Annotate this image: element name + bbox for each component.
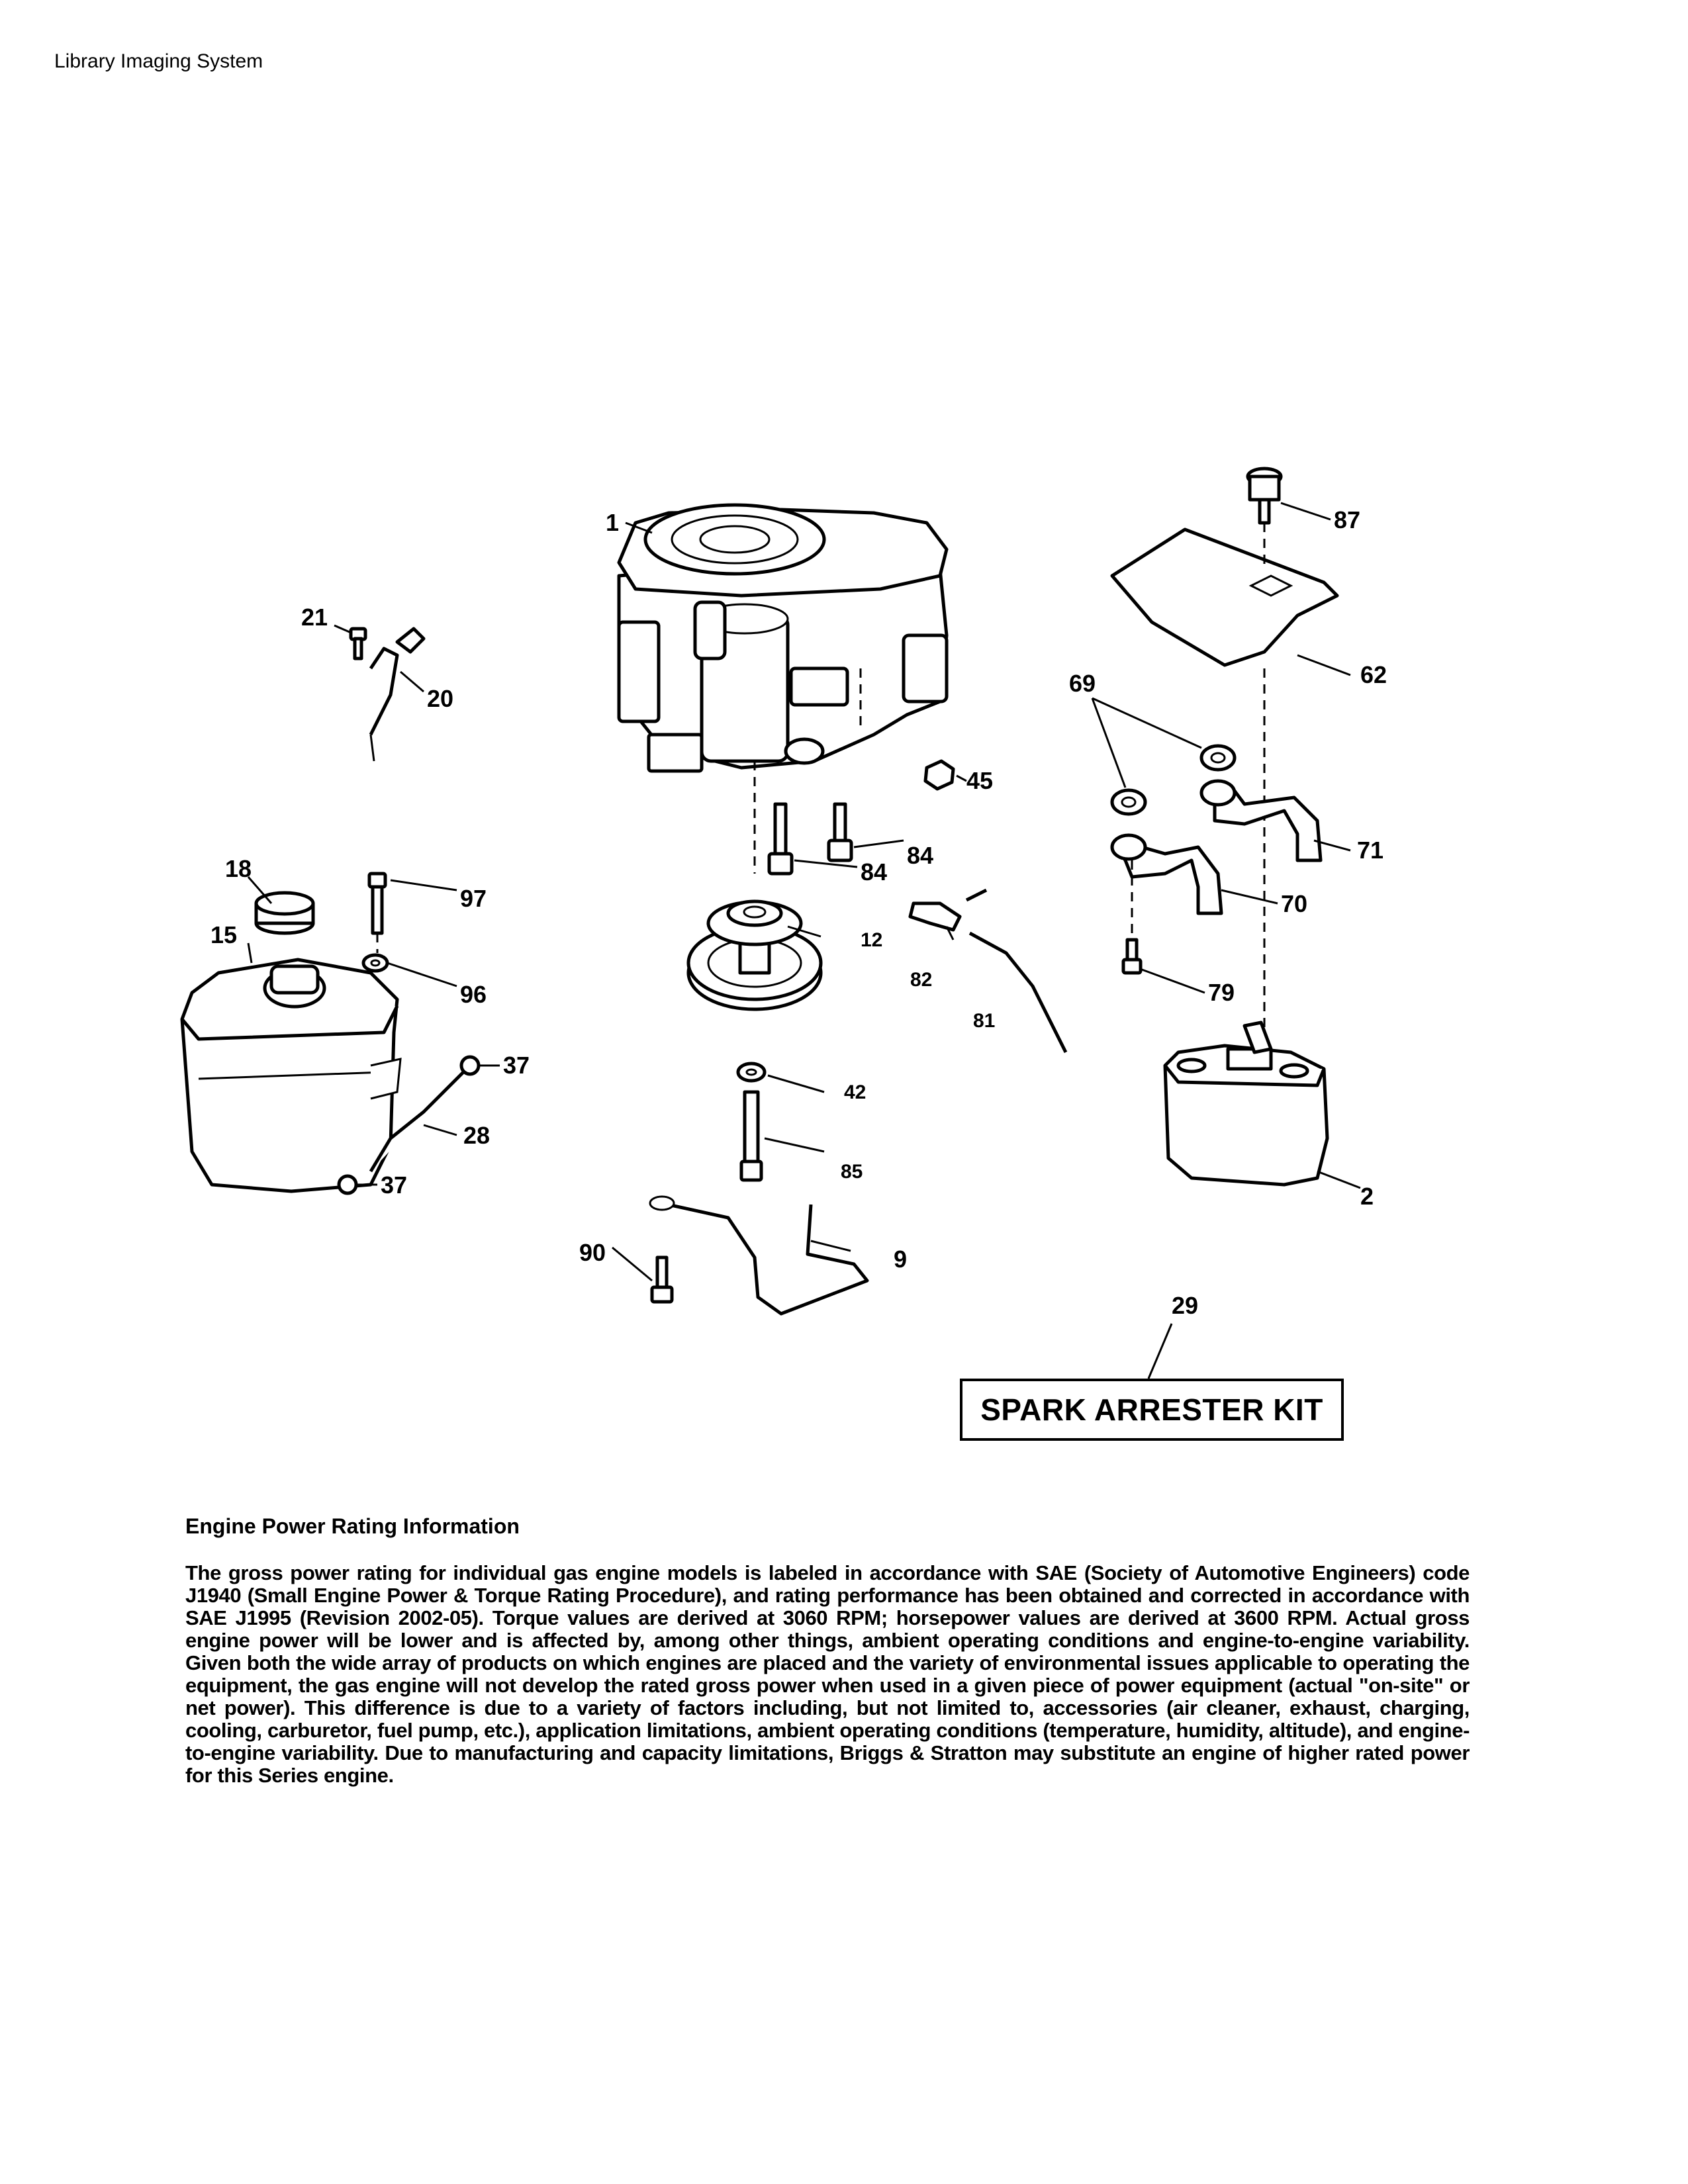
screw-21 [349,627,367,660]
callout-15: 15 [211,921,237,948]
bolt-90 [650,1255,674,1304]
callout-71: 71 [1357,837,1383,864]
callout-87: 87 [1334,506,1360,533]
screw-97 [367,872,387,953]
bolt-85 [739,1090,763,1182]
spark-arrester-kit-label: SPARK ARRESTER KIT [980,1392,1323,1427]
throttle-control-20 [369,627,426,762]
exhaust-pipe-71 [1199,779,1323,862]
pulley-12 [686,899,823,1011]
callout-79: 79 [1208,979,1235,1006]
fuel-tank-15 [180,958,402,1193]
washer-96 [361,953,389,973]
muffler-2 [1163,1021,1329,1187]
callout-90: 90 [579,1239,606,1266]
callout-96: 96 [460,981,487,1008]
callout-37-upper: 37 [503,1052,530,1079]
callout-29: 29 [1172,1292,1198,1319]
library-imaging-system-label: Library Imaging System [54,50,263,72]
fuel-hose-81 [968,931,1068,1054]
nut-45 [923,759,955,791]
gasket-69-upper [1199,744,1237,772]
clamp-37-upper [459,1055,481,1076]
spark-arrester-kit-box: SPARK ARRESTER KIT [960,1379,1344,1441]
callout-1: 1 [606,509,619,536]
clamp-37-lower [337,1174,358,1195]
callout-18: 18 [225,855,252,882]
callout-84-right: 84 [907,842,933,869]
callout-81: 81 [973,1010,995,1032]
engine-power-rating-title: Engine Power Rating Information [185,1514,520,1538]
fuel-filter-82 [908,888,988,932]
callout-97: 97 [460,885,487,912]
bolt-84-right [827,802,853,862]
callout-37-lower: 37 [381,1171,407,1199]
callout-9: 9 [894,1246,907,1273]
callout-70: 70 [1281,890,1307,917]
heat-shield-62 [1110,527,1339,667]
callout-20: 20 [427,685,453,712]
bracket-9 [649,1195,869,1316]
callout-2: 2 [1360,1183,1374,1210]
callout-42: 42 [844,1081,866,1103]
fuel-line-28 [369,1071,465,1173]
engine-assembly [617,503,949,874]
callout-28: 28 [463,1122,490,1149]
fuel-cap-18 [254,891,315,935]
callout-12: 12 [861,929,882,951]
bolt-79 [1121,860,1143,975]
callout-82: 82 [910,969,932,991]
callout-21: 21 [301,604,328,631]
bolt-84-left [767,802,794,876]
engine-parts-diagram: 1 2 9 12 15 18 20 21 28 29 37 37 42 45 6… [180,467,1387,1379]
callout-45: 45 [966,767,993,794]
gasket-69-lower [1110,788,1147,816]
callout-69: 69 [1069,670,1096,697]
callout-62: 62 [1360,661,1387,688]
exhaust-pipe-70 [1110,833,1223,915]
engine-power-rating-body: The gross power rating for individual ga… [185,1561,1470,1787]
washer-42 [736,1062,767,1083]
callout-85: 85 [841,1161,863,1183]
callout-84-left: 84 [861,858,887,886]
